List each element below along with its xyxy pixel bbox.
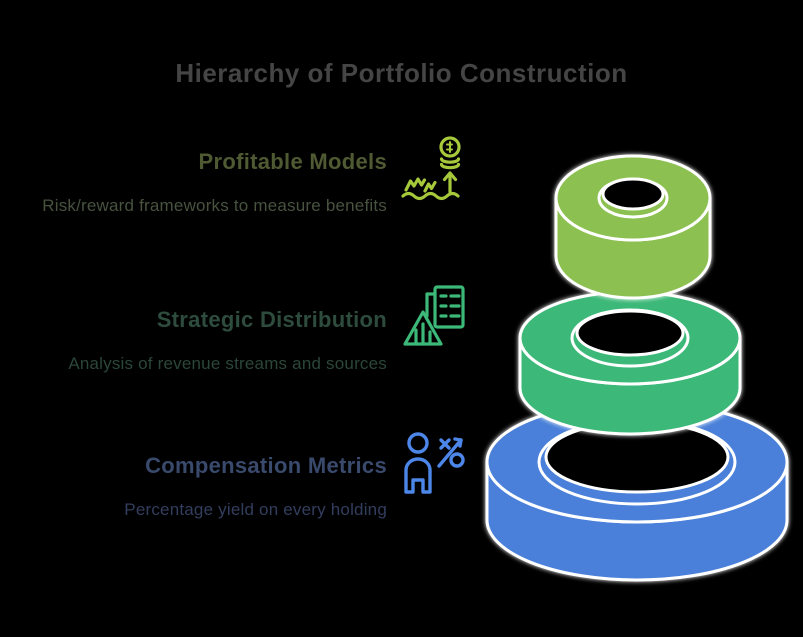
page-title: Hierarchy of Portfolio Construction bbox=[175, 58, 628, 88]
level-1-text-block: Profitable Models Risk/reward frameworks… bbox=[25, 146, 387, 218]
level-2-text-block: Strategic Distribution Analysis of reven… bbox=[25, 304, 387, 376]
ring-bottom bbox=[485, 400, 789, 582]
ring-funnel bbox=[485, 154, 789, 582]
ring-middle bbox=[518, 290, 742, 436]
person-percentage-icon bbox=[397, 427, 469, 501]
level-3-description: Percentage yield on every holding bbox=[124, 500, 387, 519]
ring-top bbox=[554, 154, 712, 300]
level-2-heading: Strategic Distribution bbox=[156, 307, 387, 332]
report-analysis-icon bbox=[399, 281, 471, 355]
level-2-description: Analysis of revenue streams and sources bbox=[68, 354, 387, 373]
level-1-heading: Profitable Models bbox=[198, 149, 387, 174]
level-3-text-block: Compensation Metrics Percentage yield on… bbox=[25, 450, 387, 522]
level-1-description: Risk/reward frameworks to measure benefi… bbox=[42, 196, 387, 215]
level-3-heading: Compensation Metrics bbox=[145, 453, 387, 478]
money-growth-icon bbox=[398, 133, 470, 207]
